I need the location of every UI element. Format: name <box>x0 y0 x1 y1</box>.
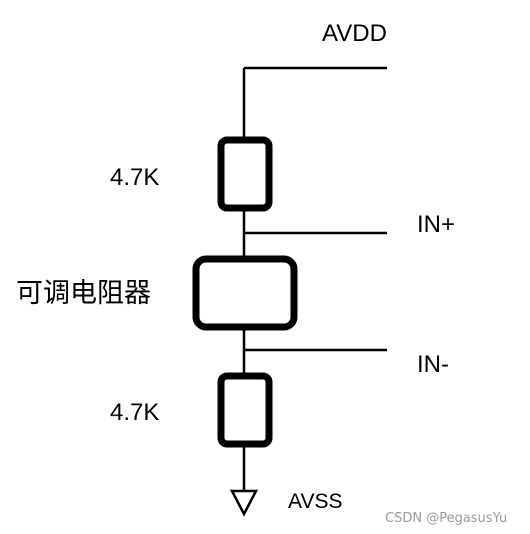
resistor-top <box>217 136 273 212</box>
in-plus-label: IN+ <box>417 211 455 238</box>
avss-label: AVSS <box>288 490 342 513</box>
ground-icon <box>229 489 259 517</box>
watermark: CSDN @PegasusYu <box>385 511 507 526</box>
potentiometer <box>192 255 298 331</box>
avdd-label: AVDD <box>322 20 387 47</box>
pot-label: 可调电阻器 <box>16 278 151 309</box>
in-minus-label: IN- <box>417 351 449 378</box>
resistor-bottom <box>217 372 273 448</box>
r-top-value-label: 4.7K <box>110 164 159 191</box>
r-bottom-value-label: 4.7K <box>110 399 159 426</box>
